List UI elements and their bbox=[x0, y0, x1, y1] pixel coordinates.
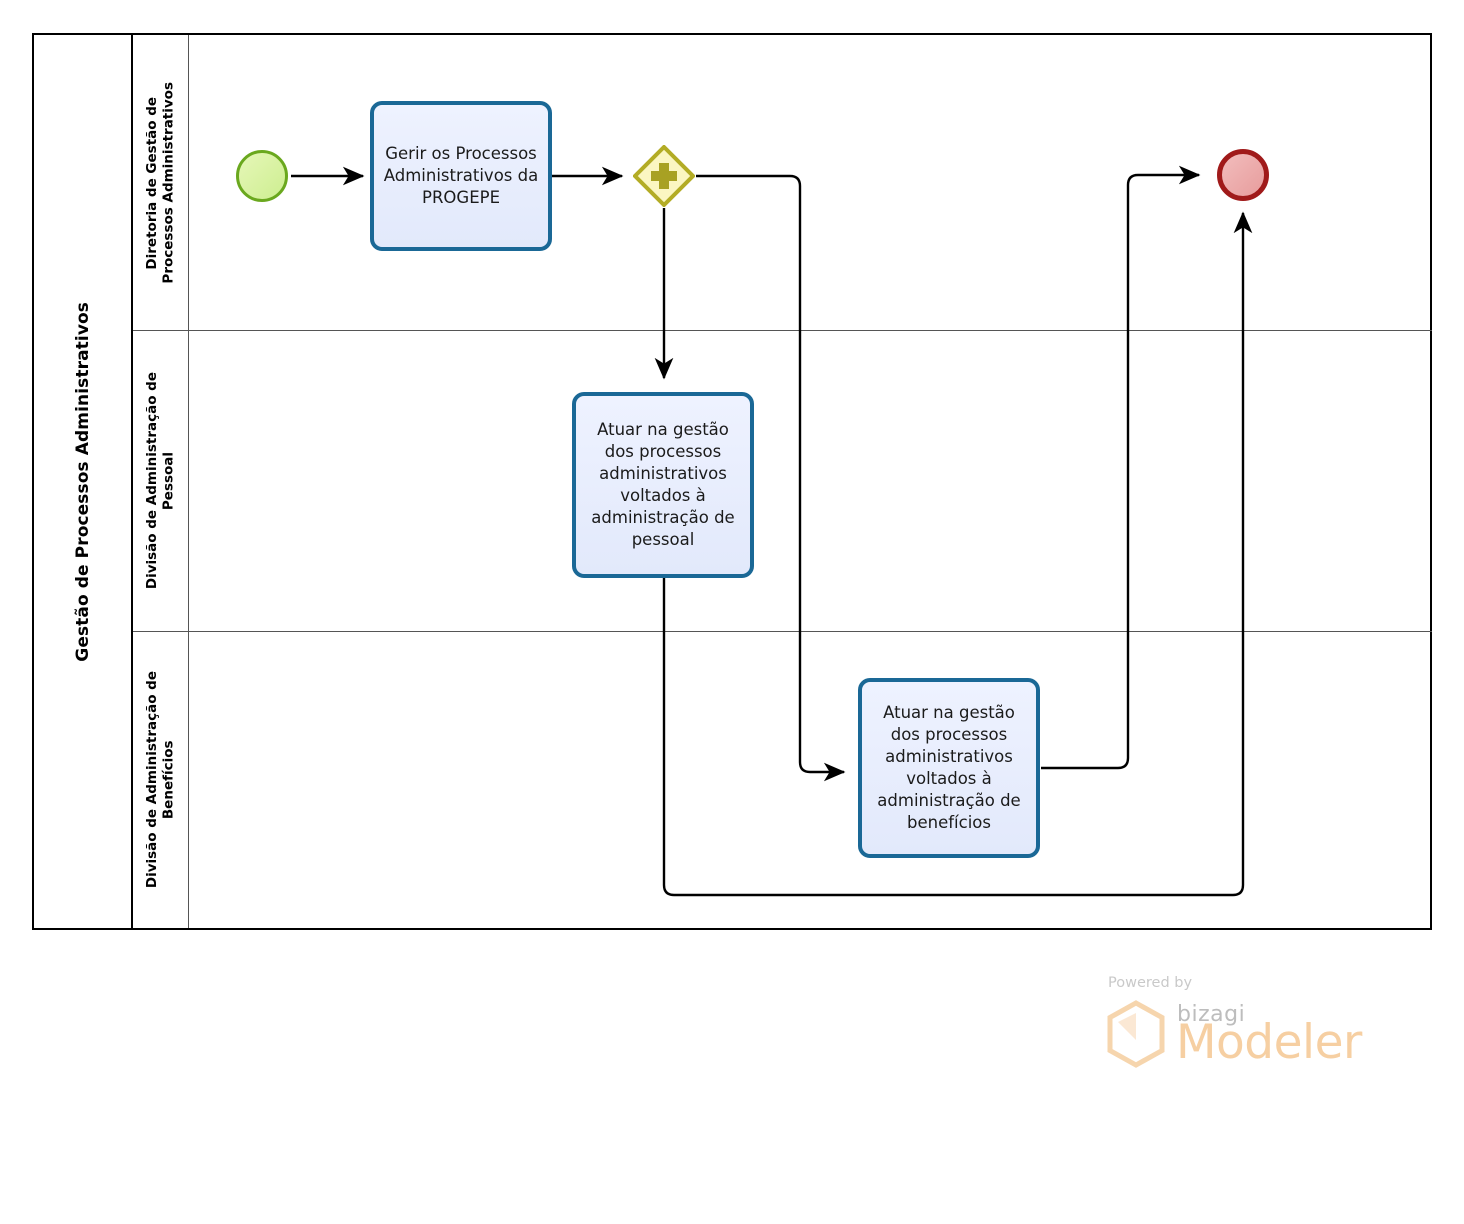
flow-beneficios-to-end[interactable] bbox=[1041, 165, 1201, 770]
bizagi-logo-icon bbox=[1107, 1000, 1165, 1068]
lane-header-beneficios: Divisão de Administração de Benefícios bbox=[133, 632, 189, 928]
parallel-gateway-icon bbox=[633, 145, 695, 207]
flow-gateway-to-beneficios[interactable] bbox=[696, 174, 846, 782]
task-atuar-na-gestao-administracao-de-pessoal[interactable]: Atuar na gestão dos processos administra… bbox=[572, 392, 754, 578]
flow-pessoal-to-end[interactable] bbox=[662, 211, 1253, 897]
parallel-gateway[interactable] bbox=[633, 145, 695, 207]
bizagi-watermark: Powered by bizagi Modeler bbox=[1105, 975, 1365, 1070]
watermark-product-label: Modeler bbox=[1176, 1015, 1362, 1070]
task-gerir-os-processos-administrativos-da-progepe[interactable]: Gerir os Processos Administrativos da PR… bbox=[370, 101, 552, 251]
lane-divisao-de-administracao-de-pessoal[interactable]: Divisão de Administração de Pessoal bbox=[133, 331, 1432, 632]
lane-header-diretoria: Diretoria de Gestão de Processos Adminis… bbox=[133, 35, 189, 330]
lane-header-pessoal: Divisão de Administração de Pessoal bbox=[133, 331, 189, 631]
watermark-brand-label: bizagi bbox=[1177, 1002, 1246, 1027]
lane-diretoria-de-gestao-de-processos-administrativos[interactable]: Diretoria de Gestão de Processos Adminis… bbox=[133, 35, 1432, 331]
end-event[interactable] bbox=[1217, 149, 1269, 201]
lane-divisao-de-administracao-de-beneficios[interactable]: Divisão de Administração de Benefícios bbox=[133, 632, 1432, 928]
task-gerir-label: Gerir os Processos Administrativos da PR… bbox=[383, 144, 539, 207]
start-event[interactable] bbox=[236, 150, 288, 202]
task-pessoal-label: Atuar na gestão dos processos administra… bbox=[591, 420, 735, 549]
task-atuar-na-gestao-administracao-de-beneficios[interactable]: Atuar na gestão dos processos administra… bbox=[858, 678, 1040, 858]
watermark-powered-by-label: Powered by bbox=[1108, 975, 1193, 991]
pool-title: Gestão de Processos Administrativos bbox=[34, 35, 133, 928]
task-beneficios-label: Atuar na gestão dos processos administra… bbox=[877, 703, 1021, 832]
